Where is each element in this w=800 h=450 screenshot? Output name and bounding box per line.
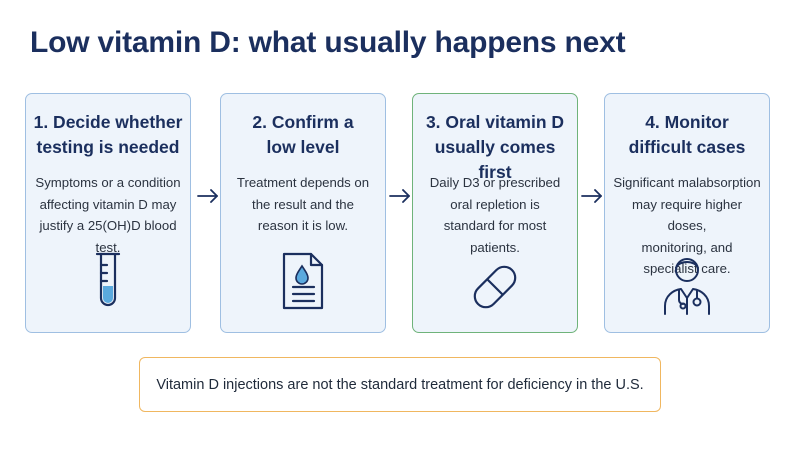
step-title: 1. Decide whether testing is needed — [33, 112, 183, 157]
arrow-right-icon — [389, 189, 410, 203]
lab-report-icon — [282, 252, 324, 310]
step-card-1: 1. Decide whether testing is needed Symp… — [25, 93, 191, 333]
step-title: 2. Confirm a low level — [252, 112, 354, 157]
step-description: Treatment depends on the result and the … — [236, 175, 370, 233]
step-title: 4. Monitor difficult cases — [628, 112, 746, 157]
callout-note: Vitamin D injections are not the standar… — [139, 357, 661, 412]
step-card-3: 3. Oral vitamin D usually comes first Da… — [412, 93, 578, 333]
step-card-4: 4. Monitor difficult cases Significant m… — [604, 93, 770, 333]
step-card-2: 2. Confirm a low level Treatment depends… — [220, 93, 386, 333]
step-description: Symptoms or a condition affecting vitami… — [35, 175, 181, 255]
test-tube-icon — [95, 252, 121, 307]
capsule-icon — [473, 265, 517, 309]
arrow-right-icon — [581, 189, 602, 203]
arrow-right-icon — [197, 189, 218, 203]
step-description: Daily D3 or prescribed oral repletion is… — [429, 175, 561, 255]
doctor-icon — [664, 258, 710, 315]
page-title: Low vitamin D: what usually happens next — [30, 26, 626, 59]
step-title: 3. Oral vitamin D usually comes first — [425, 112, 565, 182]
note-text: Vitamin D injections are not the standar… — [156, 376, 644, 393]
step-description: Significant malabsorption may require hi… — [613, 175, 761, 276]
